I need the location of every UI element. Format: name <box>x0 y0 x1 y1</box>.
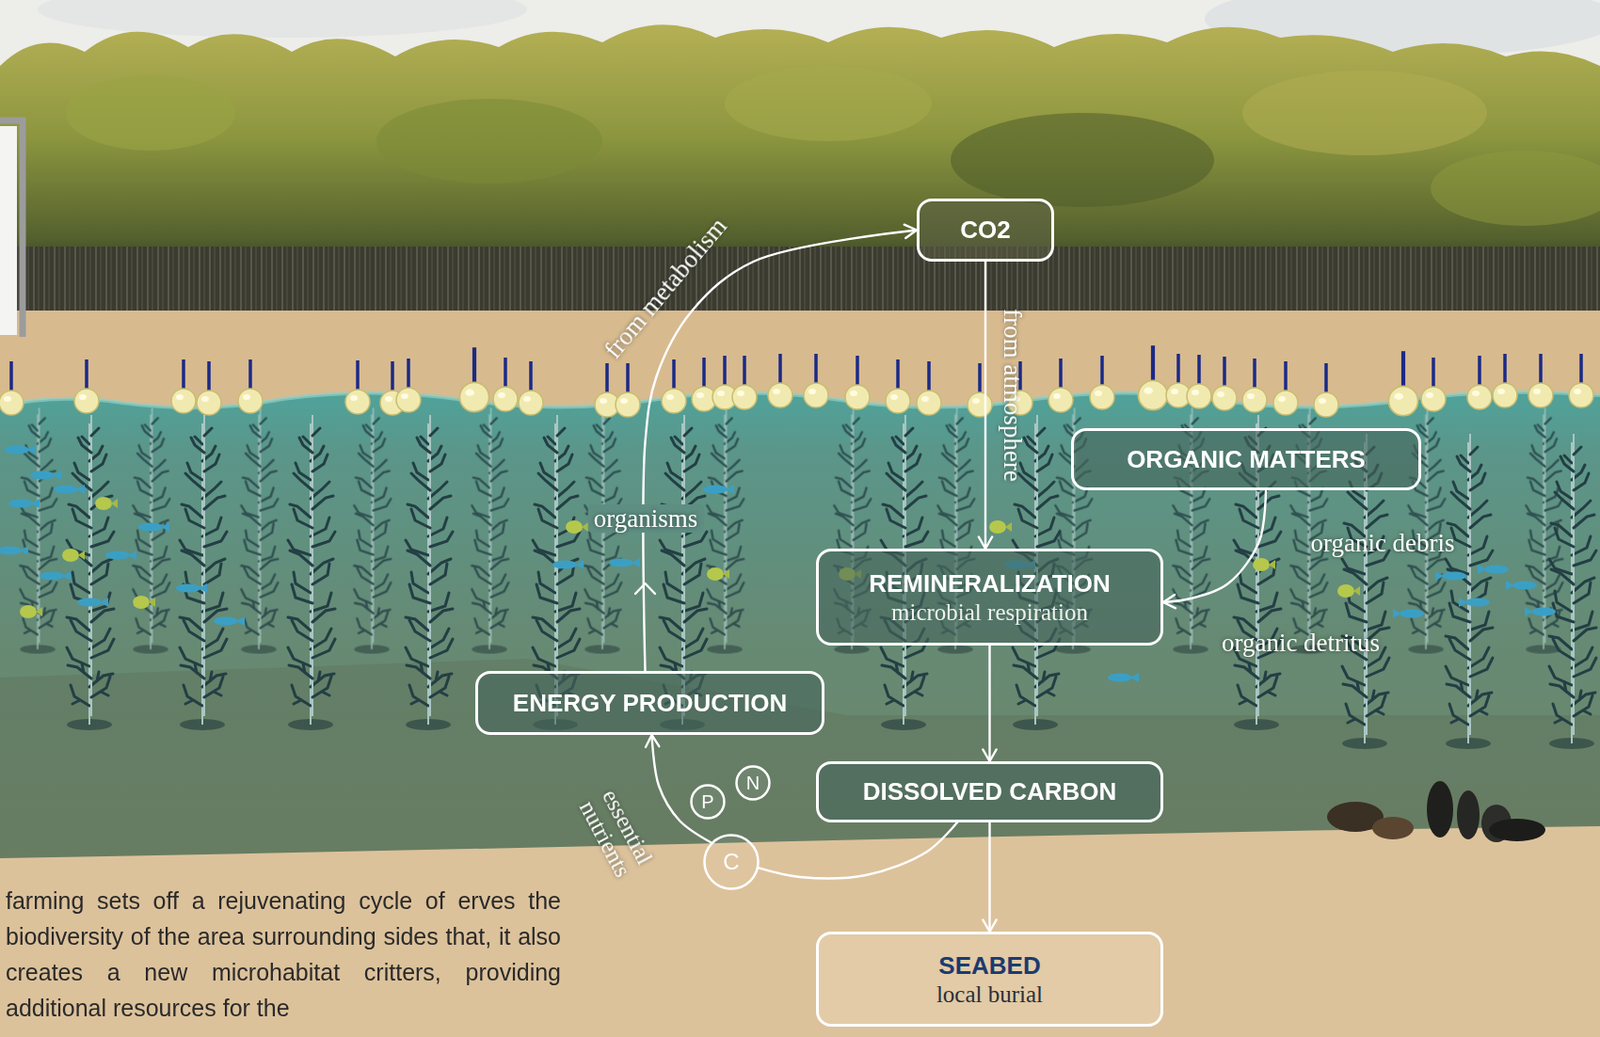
water <box>0 392 1600 876</box>
flow-arrow <box>758 822 958 879</box>
flow-arrow <box>652 735 712 843</box>
mangrove-canopy <box>0 24 1600 273</box>
circle-outline <box>689 784 726 820</box>
canopy-tuft <box>376 98 603 184</box>
circle-outline <box>735 765 771 801</box>
flow-note: organic detritus <box>1221 628 1380 657</box>
edge-label: essential nutrients <box>567 770 666 895</box>
process-box: ENERGY PRODUCTION <box>475 671 825 736</box>
node-title: ORGANIC MATTERS <box>1126 445 1366 475</box>
edge-label: organic debris <box>1310 528 1455 558</box>
circle-outline <box>702 832 761 892</box>
flow-arrow <box>984 261 987 549</box>
flow-arrow <box>1163 490 1266 603</box>
node-title: REMINERALIZATION <box>868 569 1111 599</box>
node-title: P <box>701 791 714 813</box>
flow-arrow <box>988 822 991 932</box>
nutrient-circle: P <box>689 784 726 820</box>
node-title: SEABED <box>938 951 1040 981</box>
node-subtitle: local burial <box>936 980 1043 1008</box>
connectors <box>642 230 1266 933</box>
flow-chevron <box>635 583 656 594</box>
sign-frame <box>0 120 23 337</box>
flow-arrow <box>988 645 991 762</box>
fish-school <box>0 445 1556 683</box>
mangrove-trunks <box>0 246 1600 315</box>
canopy-tuft <box>724 65 932 142</box>
process-box: DISSOLVED CARBON <box>816 761 1164 823</box>
node-subtitle: microbial respiration <box>891 598 1088 626</box>
seabed-sand <box>0 826 1600 1037</box>
flow-arrow <box>642 230 917 672</box>
node-title: ENERGY PRODUCTION <box>512 688 787 719</box>
canopy-tuft <box>1242 70 1488 156</box>
sign-panel <box>0 126 17 336</box>
nutrient-circle: N <box>735 765 771 801</box>
node-title: CO2 <box>960 215 1010 245</box>
floats <box>0 345 1594 417</box>
canopy-tuft <box>65 75 236 151</box>
canopy-tuft <box>950 112 1215 208</box>
node-title: C <box>722 849 739 875</box>
body-text: farming sets off a rejuvenating cycle of… <box>5 882 561 1026</box>
edge-label: from atmosphere <box>998 308 1027 482</box>
cloud <box>37 0 528 38</box>
process-box: CO2 <box>916 198 1055 262</box>
process-box: REMINERALIZATIONmicrobial respiration <box>816 548 1164 646</box>
seaweed-back-row <box>19 407 1563 654</box>
node-title: DISSOLVED CARBON <box>863 777 1118 807</box>
sky <box>0 0 1600 320</box>
sink-box: SEABEDlocal burial <box>816 931 1164 1027</box>
rocks-and-sea-cucumbers <box>1327 781 1546 843</box>
process-box: ORGANIC MATTERS <box>1071 428 1422 491</box>
seaweed-front-row <box>66 415 1597 750</box>
flow-note: organisms <box>588 504 704 533</box>
node-title: N <box>746 772 760 794</box>
edge-label: from metabolism <box>598 211 733 364</box>
nutrient-circle: C <box>702 832 761 892</box>
canopy-tuft <box>1430 150 1600 226</box>
